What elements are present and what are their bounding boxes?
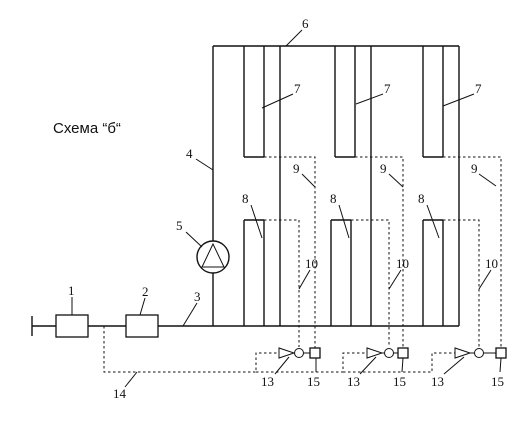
label-9c: 9	[471, 161, 478, 176]
dashed-lines-10	[264, 219, 480, 347]
instrument-set-2	[366, 347, 409, 359]
label-6: 6	[302, 16, 309, 31]
label-13a: 13	[261, 374, 274, 389]
label-5: 5	[176, 218, 183, 233]
label-4: 4	[186, 146, 193, 161]
label-7b: 7	[384, 81, 391, 96]
label-8c: 8	[418, 191, 425, 206]
device-1-box	[55, 314, 89, 338]
label-8b: 8	[330, 191, 337, 206]
device-2-box	[125, 314, 159, 338]
label-9a: 9	[293, 161, 300, 176]
label-10a: 10	[305, 256, 318, 271]
main-input-line	[31, 316, 213, 336]
dashed-line-14	[103, 326, 455, 373]
label-13b: 13	[347, 374, 360, 389]
column-group-1	[243, 46, 281, 326]
label-14: 14	[113, 386, 127, 401]
label-7c: 7	[475, 81, 482, 96]
label-9b: 9	[380, 161, 387, 176]
instrument-set-3	[454, 347, 507, 359]
dashed-lines-9	[264, 156, 502, 348]
label-2: 2	[142, 284, 149, 299]
label-1: 1	[68, 283, 75, 298]
diagram-title: Схема “б“	[53, 120, 121, 137]
instrument-set-1	[278, 347, 321, 359]
column-group-2	[330, 46, 372, 326]
leader-lines	[71, 29, 502, 388]
label-3: 3	[194, 289, 201, 304]
label-15b: 15	[393, 374, 406, 389]
column-group-3	[422, 46, 460, 326]
pump-5	[196, 240, 230, 274]
label-10c: 10	[485, 256, 498, 271]
label-15a: 15	[307, 374, 320, 389]
label-7a: 7	[294, 81, 301, 96]
label-8a: 8	[242, 191, 249, 206]
label-10b: 10	[396, 256, 409, 271]
label-15c: 15	[491, 374, 504, 389]
label-13c: 13	[431, 374, 444, 389]
